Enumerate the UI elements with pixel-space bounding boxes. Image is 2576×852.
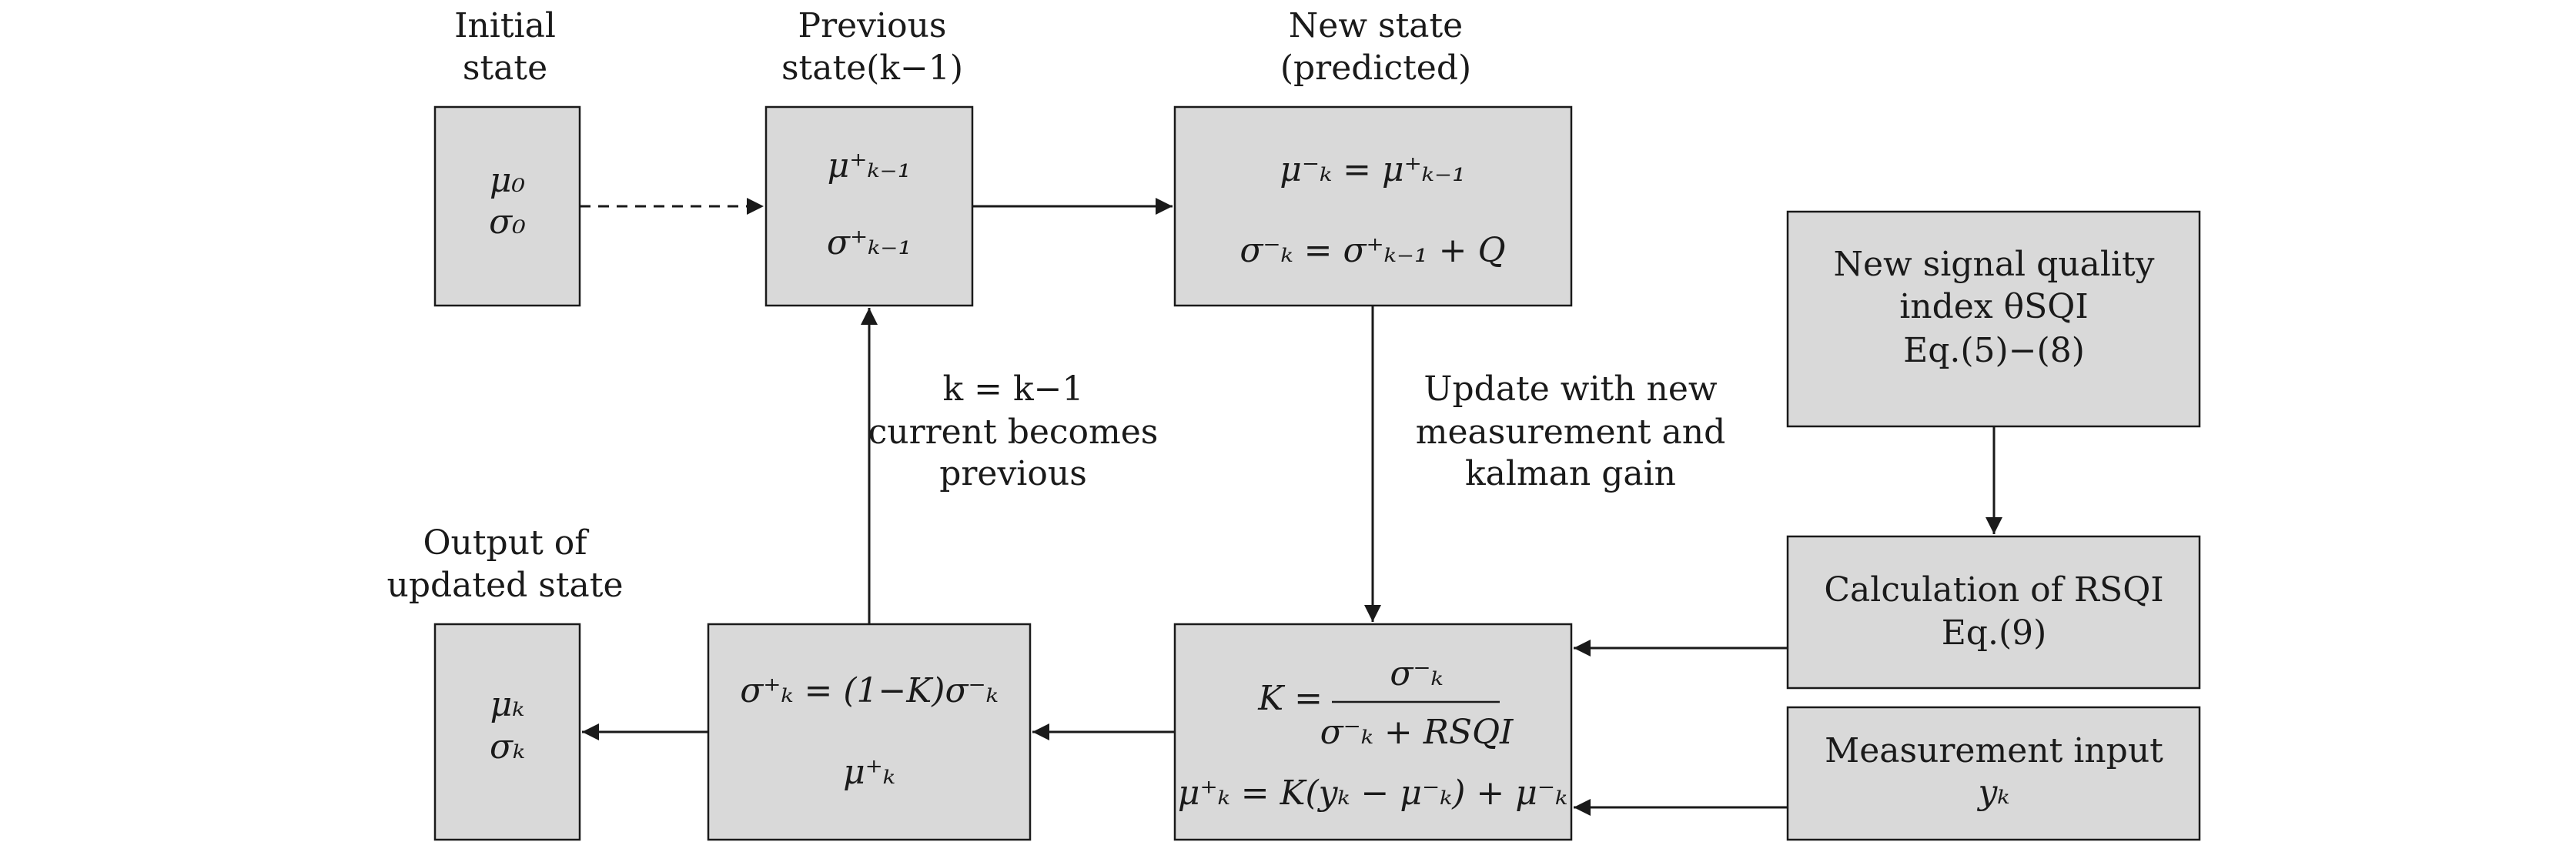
updated-sigma: σ⁺ₖ = (1−K)σ⁻ₖ [740,671,999,710]
initial-state-caption-line2: state [463,48,547,88]
sqi-line1: New signal quality [1833,245,2154,284]
predicted-mu: μ⁻ₖ = μ⁺ₖ₋₁ [1280,150,1465,189]
rsqi-box: Calculation of RSQI Eq.(9) [1786,535,2201,690]
gain-numerator: σ⁻ₖ [1390,654,1443,693]
update-note-line1: Update with new [1423,369,1717,409]
previous-state-caption-line1: Previous [798,6,946,45]
output-mu: μₖ [490,685,525,724]
previous-sigma: σ⁺ₖ₋₁ [827,223,912,262]
loop-note-line1: k = k−1 [942,369,1083,409]
initial-sigma: σ₀ [489,202,526,242]
initial-mu: μ₀ [490,161,526,200]
previous-mu: μ⁺ₖ₋₁ [828,146,912,185]
predicted-sigma: σ⁻ₖ = σ⁺ₖ₋₁ + Q [1239,231,1505,270]
sqi-line2: index θSQI [1899,287,2089,326]
previous-state-caption-line2: state(k−1) [781,48,963,88]
updated-mu: μ⁺ₖ [843,753,895,792]
sqi-box: New signal quality index θSQI Eq.(5)−(8) [1786,210,2201,428]
output-state-caption-line1: Output of [423,523,589,563]
rsqi-line1: Calculation of RSQI [1824,570,2163,610]
predicted-state-box: μ⁻ₖ = μ⁺ₖ₋₁ σ⁻ₖ = σ⁺ₖ₋₁ + Q [1173,105,1573,307]
loop-note-line3: previous [939,454,1087,493]
initial-state-box: μ₀ σ₀ [433,105,581,307]
measurement-y: yₖ [1977,773,2010,812]
kalman-gain-box: K = σ⁻ₖ σ⁻ₖ + RSQI μ⁺ₖ = K(yₖ − μ⁻ₖ) + μ… [1173,623,1573,841]
sqi-line3: Eq.(5)−(8) [1903,331,2085,370]
gain-denominator: σ⁻ₖ + RSQI [1320,713,1514,752]
initial-state-caption-line1: Initial [454,6,556,45]
rsqi-line2: Eq.(9) [1942,613,2047,653]
measurement-line1: Measurement input [1825,731,2163,770]
updated-state-box: σ⁺ₖ = (1−K)σ⁻ₖ μ⁺ₖ [707,623,1032,841]
new-state-caption-line2: (predicted) [1280,48,1471,88]
update-note-line3: kalman gain [1465,454,1676,493]
output-state-caption-line2: updated state [387,566,624,605]
loop-note-line2: current becomes [868,413,1159,452]
gain-lhs: K = [1257,679,1323,718]
previous-state-box: μ⁺ₖ₋₁ σ⁺ₖ₋₁ [764,105,974,307]
new-state-caption-line1: New state [1289,6,1463,45]
gain-mu-update: μ⁺ₖ = K(yₖ − μ⁻ₖ) + μ⁻ₖ [1178,773,1567,813]
output-box: μₖ σₖ [433,623,581,841]
output-sigma: σₖ [490,727,525,767]
measurement-box: Measurement input yₖ [1786,706,2201,841]
update-note-line2: measurement and [1416,413,1726,452]
